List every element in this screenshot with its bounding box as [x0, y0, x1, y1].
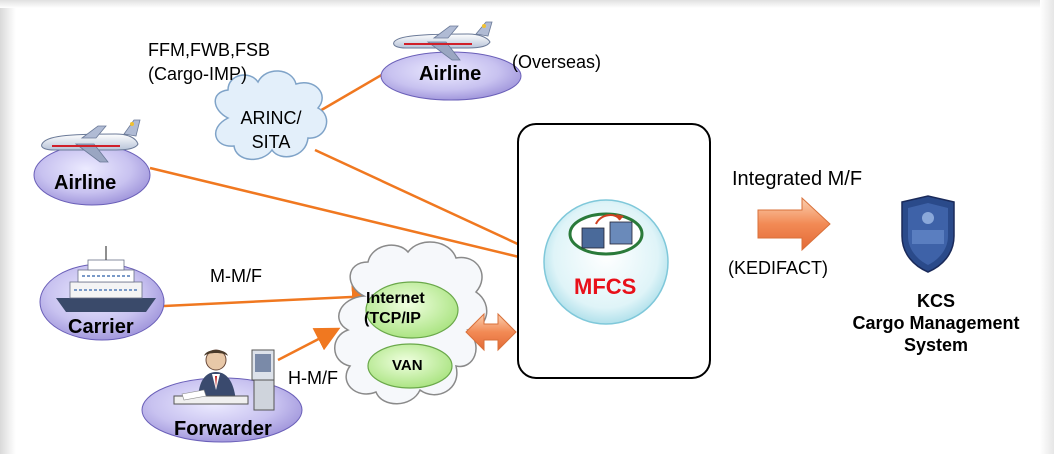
edge-label-mmf: M-M/F	[210, 266, 262, 286]
kcs-title: KCS	[916, 291, 955, 311]
airline-overseas-node	[380, 21, 522, 101]
internet-label: Internet	[366, 290, 425, 307]
overseas-note: (Overseas)	[512, 52, 602, 72]
kcs-label-block: KCS Cargo Management System	[852, 290, 1020, 356]
kcs-subtitle-2: System	[903, 335, 969, 355]
tcpip-label: (TCP/IP	[364, 310, 421, 327]
right-arrow-icon	[757, 196, 831, 252]
airplane-icon	[41, 119, 141, 163]
edge-label-integrated: Integrated M/F	[732, 168, 863, 190]
internet-ellipse	[365, 281, 459, 339]
right-band	[1040, 0, 1054, 454]
sita-label: SITA	[251, 132, 291, 152]
top-band	[0, 0, 1054, 8]
airplane-icon	[393, 21, 493, 61]
arinc-cloud	[214, 70, 328, 160]
airline-overseas-label: Airline	[419, 63, 482, 85]
double-arrow-icon	[465, 312, 517, 352]
airline-left-node	[33, 119, 151, 206]
edge-label-kedifact: (KEDIFACT)	[728, 258, 829, 278]
van-label: VAN	[392, 357, 423, 374]
ship-icon	[56, 246, 156, 312]
cloud-icon	[214, 70, 328, 160]
carrier-node	[39, 246, 165, 341]
edge-forwarder-internet	[277, 327, 341, 362]
connectors	[149, 68, 553, 362]
van-ellipse	[367, 343, 453, 389]
edge-label-hmf: H-M/F	[288, 368, 338, 388]
edge-airline-mfcs	[149, 166, 545, 270]
server-icon	[568, 212, 644, 256]
airline-left-label: Airline	[54, 172, 117, 194]
person-at-computer-icon	[173, 349, 275, 411]
customs-badge-icon	[901, 195, 955, 273]
network-cloud	[334, 241, 488, 405]
arinc-label: ARINC/	[240, 108, 302, 128]
forwarder-node	[141, 349, 303, 443]
forwarder-label: Forwarder	[174, 418, 272, 440]
mfcs-box	[517, 123, 711, 379]
edge-arinc-overseas	[317, 68, 391, 114]
edge-label-ffm: FFM,FWB,FSB	[148, 40, 270, 60]
mfcs-label: MFCS	[574, 274, 637, 299]
carrier-label: Carrier	[68, 316, 134, 338]
edge-carrier-internet	[163, 284, 377, 310]
edge-label-cargo-imp: (Cargo-IMP)	[148, 64, 248, 84]
edge-arinc-mfcs	[314, 148, 553, 261]
kcs-subtitle-1: Cargo Management	[852, 313, 1020, 333]
